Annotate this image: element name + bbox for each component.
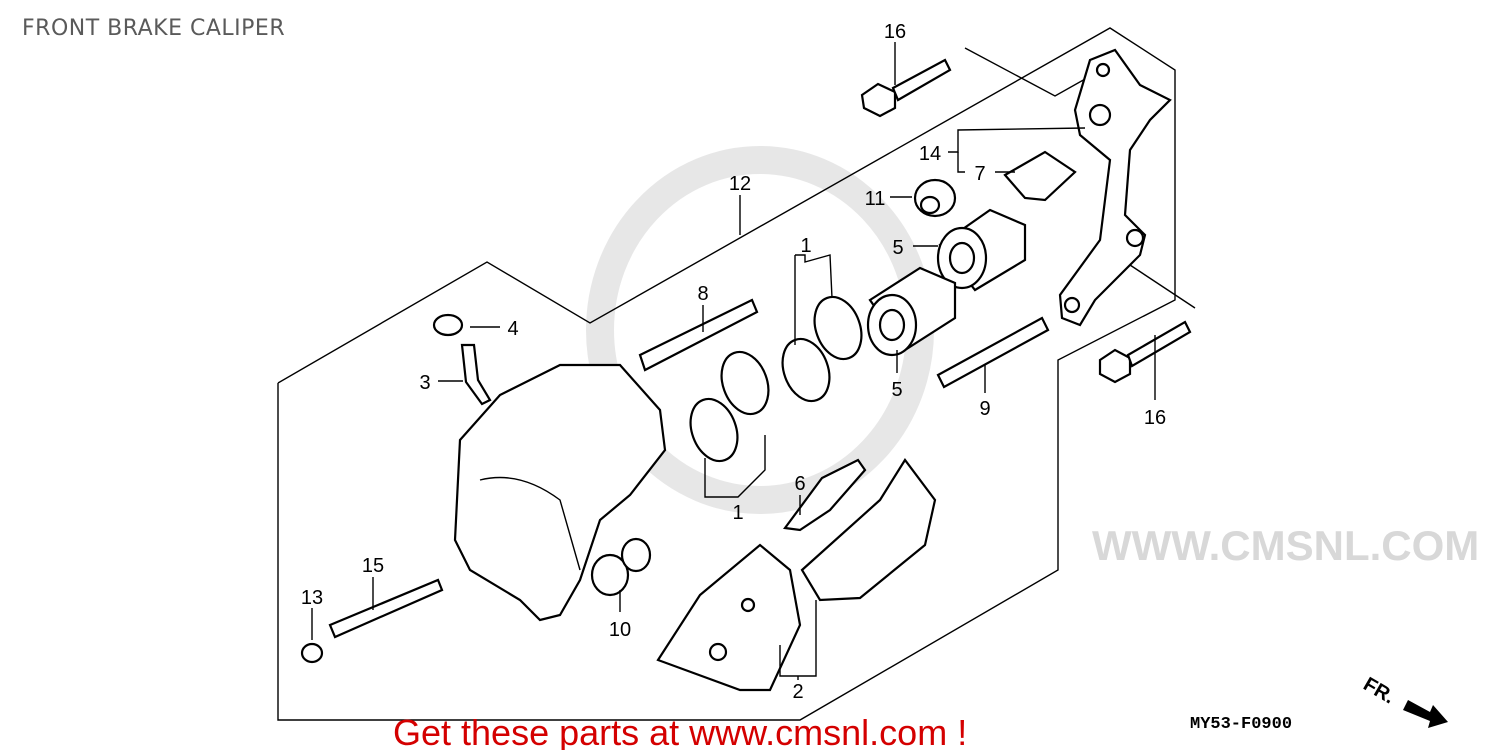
part-cap-4: [432, 313, 464, 337]
part-pin-8: [638, 298, 759, 372]
callout-11: 11: [865, 188, 886, 210]
front-label: FR.: [1360, 673, 1399, 708]
callout-8: 8: [697, 283, 708, 305]
callout-3: 3: [419, 372, 430, 394]
part-piston-5-lower: [866, 266, 957, 357]
part-seals-1: [689, 295, 863, 463]
part-pad-2-inner: [656, 543, 802, 692]
callout-5: 5: [892, 237, 903, 259]
part-caliper-bracket: [1058, 48, 1172, 327]
watermark-text: WWW.CMSNL.COM: [1092, 522, 1479, 569]
bracket-frame-lower: [1129, 264, 1196, 309]
callout-9: 9: [979, 398, 990, 420]
callout-4: 4: [507, 318, 518, 340]
promo-link[interactable]: Get these parts at www.cmsnl.com !: [393, 712, 967, 750]
part-caliper-body: [453, 363, 667, 622]
callout-6: 6: [794, 473, 805, 495]
callout-16-right: 16: [1144, 407, 1166, 429]
part-plug-10: [590, 537, 652, 597]
page-title: FRONT BRAKE CALIPER: [22, 16, 286, 41]
front-direction-indicator: FR.: [1360, 673, 1448, 728]
part-nut-13: [300, 642, 324, 664]
callout-leaders: [311, 42, 1156, 680]
callout-1: 1: [800, 235, 811, 257]
callout-labels: 16 14 7 11 12 5 1 8 4 3 5 9 16 6 1 15 13…: [301, 21, 1166, 703]
assembly-frame: [277, 27, 1176, 721]
front-arrow-icon: [1403, 700, 1448, 728]
part-pin-15: [328, 578, 444, 639]
part-pin-9: [936, 316, 1050, 389]
callout-7: 7: [974, 163, 985, 185]
callout-14: 14: [919, 143, 941, 165]
callout-15: 15: [362, 555, 384, 577]
part-pad-2-outer: [800, 458, 937, 602]
callout-16: 16: [884, 21, 906, 43]
callout-5-lower: 5: [891, 379, 902, 401]
callout-12: 12: [729, 173, 751, 195]
part-bolt-16-right: [1098, 320, 1192, 384]
part-piston-5-upper: [936, 208, 1027, 292]
diagram-code: MY53-F0900: [1190, 715, 1292, 734]
part-clip-7: [1003, 150, 1077, 202]
callout-13: 13: [301, 587, 323, 609]
part-bleeder-3: [460, 343, 492, 406]
part-spring-6: [783, 458, 867, 532]
callout-1-lower: 1: [732, 502, 743, 524]
part-bolt-16-top: [860, 58, 952, 118]
callout-2: 2: [792, 681, 803, 703]
callout-10: 10: [609, 619, 631, 641]
part-boot-11: [913, 178, 957, 218]
